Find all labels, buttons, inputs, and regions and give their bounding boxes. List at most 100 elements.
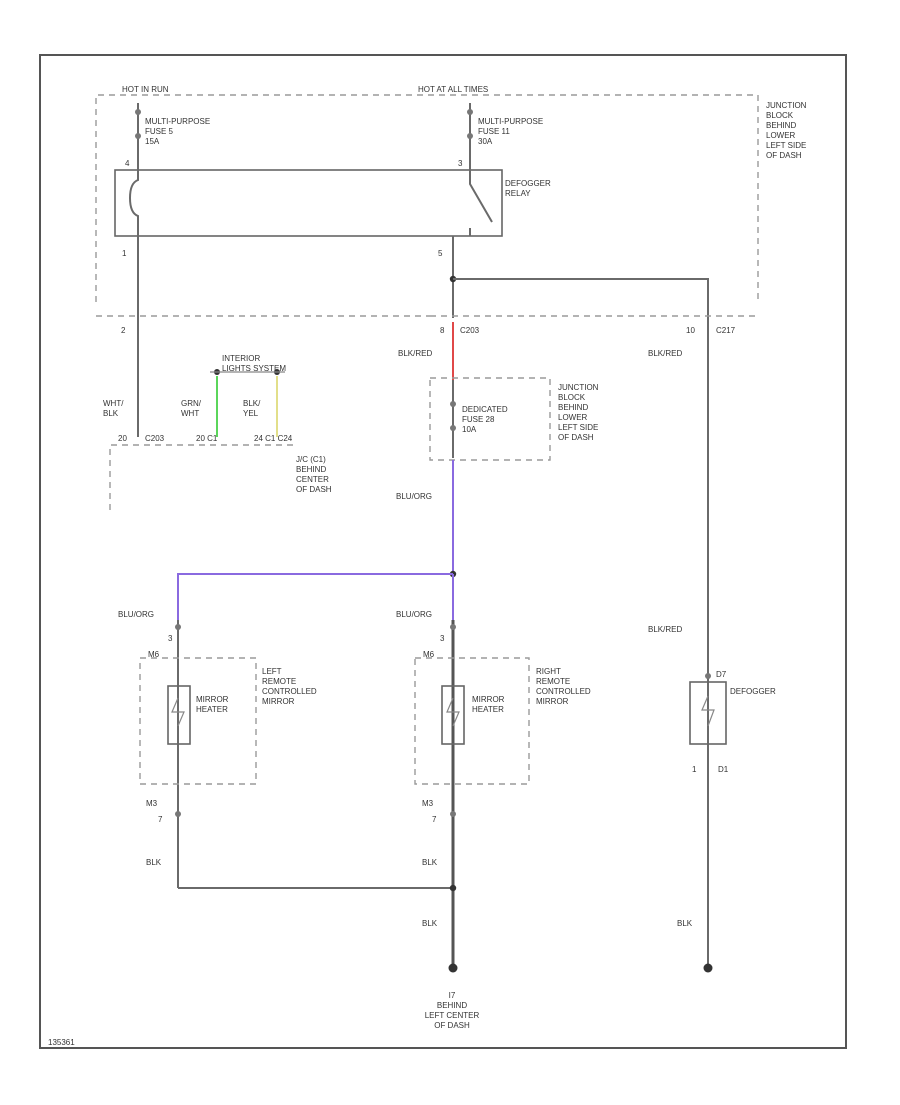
blk-yel-label: BLK/YEL — [243, 399, 261, 418]
label-line: 30A — [478, 137, 493, 146]
label-line: GRN/ — [181, 399, 202, 408]
defogger-relay-box — [114, 169, 503, 237]
defogger-icon — [701, 695, 715, 727]
right-mirror-conn-top: M6 — [423, 650, 435, 659]
label-line: HEATER — [472, 705, 504, 714]
label-line: DEDICATED — [462, 405, 508, 414]
blu-org-label-1: BLU/ORG — [396, 492, 432, 501]
left-mirror-outline — [139, 657, 257, 785]
label-line: OF DASH — [296, 485, 332, 494]
label-line: LOWER — [558, 413, 588, 422]
defogger-label: DEFOGGER — [730, 687, 776, 696]
label-line: MULTI-PURPOSE — [478, 117, 543, 126]
left-bottom-pin: 20 — [118, 434, 127, 443]
right-mirror-heater-element — [441, 685, 465, 745]
relay-pin-right-bottom: 5 — [438, 249, 443, 258]
label-line: MIRROR — [262, 697, 295, 706]
label-line: BLK — [103, 409, 119, 418]
label-line: YEL — [243, 409, 259, 418]
right-mirror-conn-bottom: M3 — [422, 799, 434, 808]
right-mirror-outline — [414, 657, 530, 785]
right-mirror-pin-bottom: 7 — [432, 815, 437, 824]
fuse5-top-terminal — [135, 109, 141, 115]
junction-block-outline — [95, 94, 759, 302]
grn-wht-label: GRN/WHT — [181, 399, 202, 418]
right-heater-icon — [446, 697, 460, 727]
dedicated-fuse-block — [429, 377, 551, 461]
blu-org-label-3: BLU/ORG — [396, 610, 432, 619]
label-line: JUNCTION — [558, 383, 599, 392]
hot-in-run-label: HOT IN RUN — [122, 85, 169, 94]
label-line: 10A — [462, 425, 477, 434]
label-line: MIRROR — [536, 697, 569, 706]
label-line: BEHIND — [437, 1001, 467, 1010]
relay-pin-left-bottom: 1 — [122, 249, 127, 258]
fuse5-bottom-terminal — [135, 133, 141, 139]
blk-label-2: BLK — [422, 858, 438, 867]
wht-blk-label: WHT/BLK — [103, 399, 124, 418]
right-mirror-bottom-pin — [450, 811, 456, 817]
blk-label-3: BLK — [422, 919, 438, 928]
blk-red-label-3: BLK/RED — [648, 625, 682, 634]
label-line: FUSE 5 — [145, 127, 174, 136]
label-line: OF DASH — [558, 433, 594, 442]
right-mirror-pin-top: 3 — [440, 634, 445, 643]
label-line: RELAY — [505, 189, 531, 198]
label-line: LEFT — [262, 667, 282, 676]
relay-coil — [128, 168, 139, 236]
dedicated-fuse-top — [450, 401, 456, 407]
defogger-top-pin — [705, 673, 711, 679]
label-line: LEFT SIDE — [558, 423, 598, 432]
diagram-id: 135361 — [48, 1038, 75, 1047]
relay-switch — [469, 168, 493, 236]
right-connector-id: C217 — [716, 326, 736, 335]
ground-point-right — [703, 963, 713, 973]
blk-red-label-2: BLK/RED — [648, 349, 682, 358]
label-line: HEATER — [196, 705, 228, 714]
left-heater-icon — [171, 697, 185, 727]
label-line: BEHIND — [296, 465, 326, 474]
label-line: LEFT CENTER — [425, 1011, 480, 1020]
diagram-border — [39, 54, 847, 1049]
c203-label: C203 — [145, 434, 165, 443]
left-connector-pin: 2 — [121, 326, 126, 335]
label-line: REMOTE — [536, 677, 570, 686]
label-line: DEFOGGER — [505, 179, 551, 188]
label-line: WHT/ — [103, 399, 124, 408]
defogger-pin-top: D7 — [716, 670, 727, 679]
fuse11-top-terminal — [467, 109, 473, 115]
label-line: FUSE 11 — [478, 127, 510, 136]
left-mirror-pin-bottom: 7 — [158, 815, 163, 824]
label-line: CONTROLLED — [536, 687, 591, 696]
right-connector-pin: 10 — [686, 326, 695, 335]
label-line: BLK/ — [243, 399, 261, 408]
jc-c1-outline — [109, 444, 298, 510]
label-line: OF DASH — [434, 1021, 470, 1030]
label-line: LEFT SIDE — [766, 141, 806, 150]
left-mirror-top-pin — [175, 624, 181, 630]
blu-org-wire-left — [177, 573, 453, 620]
left-mirror-conn-bottom: M3 — [146, 799, 158, 808]
relay-pin-left-top: 4 — [125, 159, 130, 168]
blk-red-label-1: BLK/RED — [398, 349, 432, 358]
left-mirror-conn-top: M6 — [148, 650, 160, 659]
relay-pin-right-top: 3 — [458, 159, 463, 168]
c212-label: 24 C1 C24 — [254, 434, 293, 443]
defogger-element — [689, 681, 727, 745]
defogger-feed-wire — [453, 278, 709, 318]
label-line: 15A — [145, 137, 160, 146]
label-line: JUNCTION — [766, 101, 807, 110]
